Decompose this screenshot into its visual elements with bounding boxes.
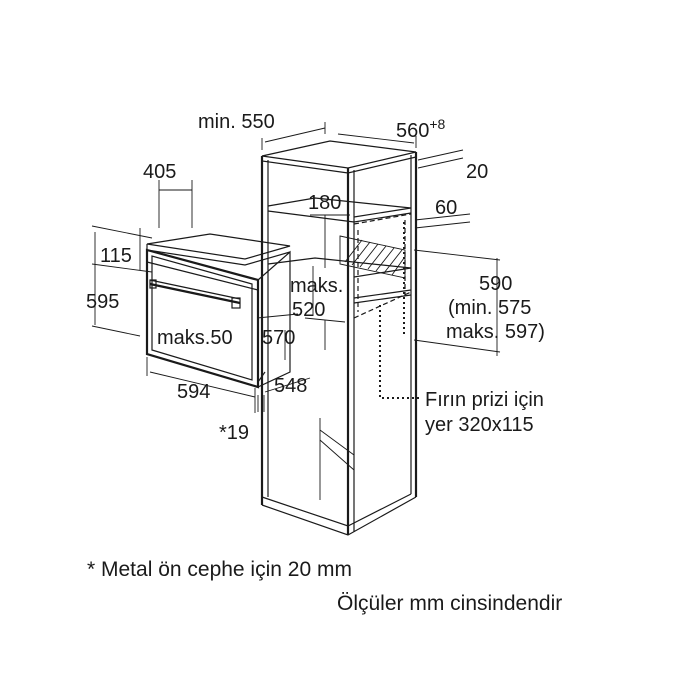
socket-leader <box>379 222 420 399</box>
label-595: 595 <box>86 291 119 313</box>
label-maks-50: maks.50 <box>157 327 233 349</box>
label-maks-597: maks. 597) <box>446 321 545 343</box>
label-maks: maks. <box>290 275 343 297</box>
label-570: 570 <box>262 327 295 349</box>
cabinet-cutout <box>339 213 412 319</box>
dimension-labels: min. 550 560+8 20 405 180 60 115 maks. 5… <box>86 111 545 444</box>
dimension-lines <box>91 122 501 413</box>
label-star-19: *19 <box>219 422 249 444</box>
label-594: 594 <box>177 381 210 403</box>
label-socket-line1: Fırın prizi için <box>425 389 544 411</box>
label-560: 560+8 <box>396 116 446 142</box>
label-180: 180 <box>308 192 341 214</box>
label-590: 590 <box>479 273 512 295</box>
label-60: 60 <box>435 197 457 219</box>
label-min-575: (min. 575 <box>448 297 531 319</box>
label-405: 405 <box>143 161 176 183</box>
label-socket-line2: yer 320x115 <box>425 414 534 436</box>
label-20: 20 <box>466 161 488 183</box>
label-115: 115 <box>100 245 132 267</box>
units-note: Ölçüler mm cinsindendir <box>337 592 563 615</box>
metal-front-note: * Metal ön cephe için 20 mm <box>87 558 352 581</box>
hatch <box>344 239 405 276</box>
label-min-550: min. 550 <box>198 111 275 133</box>
oven <box>145 233 291 389</box>
label-520: 520 <box>292 299 325 321</box>
label-548: 548 <box>274 375 307 397</box>
